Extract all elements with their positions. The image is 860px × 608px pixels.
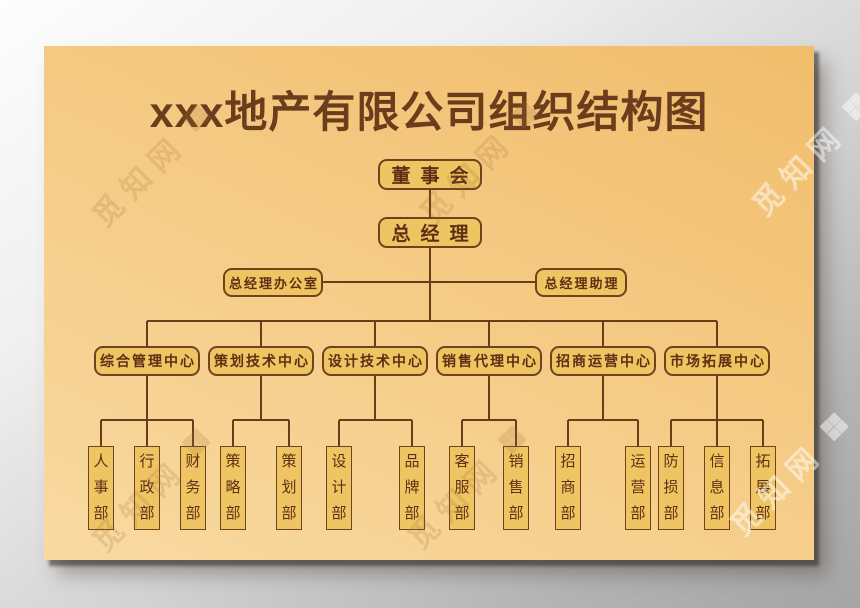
node-dept-sales: 销售部 [503, 446, 529, 530]
node-gm-assistant-label: 总经理助理 [544, 276, 620, 291]
node-center-general-management: 综合管理中心 [94, 346, 200, 376]
dept-label: 客服部 [454, 453, 470, 522]
dept-label: 策略部 [225, 453, 241, 522]
dept-label: 拓展部 [755, 453, 771, 522]
node-center-merchants-operation: 招商运营中心 [550, 346, 656, 376]
node-dept-planning: 策划部 [276, 446, 302, 530]
center-label: 策划技术中心 [214, 353, 310, 369]
org-chart-poster: xxx地产有限公司组织结构图 董事会 总经理 总经理办公室 总经理助理 综合管理… [44, 46, 814, 560]
dept-label: 信息部 [709, 453, 725, 522]
center-label: 招商运营中心 [556, 353, 652, 369]
node-dept-merchants: 招商部 [555, 446, 581, 530]
node-dept-finance: 财务部 [180, 446, 206, 530]
node-dept-expansion: 拓展部 [750, 446, 776, 530]
node-gm-assistant: 总经理助理 [535, 268, 627, 297]
node-dept-information: 信息部 [704, 446, 730, 530]
poster-title: xxx地产有限公司组织结构图 [149, 89, 709, 137]
node-dept-brand: 品牌部 [399, 446, 425, 530]
node-center-market-expansion: 市场拓展中心 [664, 346, 770, 376]
node-dept-loss-prevention: 防损部 [658, 446, 684, 530]
node-general-manager-label: 总经理 [391, 224, 479, 245]
dept-label: 行政部 [139, 453, 155, 522]
dept-label: 防损部 [663, 453, 679, 522]
node-general-manager: 总经理 [378, 217, 482, 248]
dept-label: 品牌部 [404, 453, 420, 522]
dept-label: 设计部 [331, 453, 347, 522]
dept-label: 策划部 [281, 453, 297, 522]
node-center-design-tech: 设计技术中心 [322, 346, 428, 376]
mizhi-logo-icon: ❖ [839, 87, 860, 130]
node-center-sales-agency: 销售代理中心 [436, 346, 542, 376]
node-dept-customer-service: 客服部 [449, 446, 475, 530]
node-dept-operation: 运营部 [625, 446, 651, 530]
node-center-planning-tech: 策划技术中心 [208, 346, 314, 376]
center-label: 销售代理中心 [442, 353, 538, 369]
dept-label: 招商部 [560, 453, 576, 522]
center-label: 市场拓展中心 [670, 353, 766, 369]
center-label: 综合管理中心 [100, 353, 196, 369]
node-dept-administration: 行政部 [134, 446, 160, 530]
mizhi-logo-icon: ❖ [817, 407, 852, 450]
connector-lines [100, 190, 764, 446]
node-gm-office-label: 总经理办公室 [228, 276, 319, 291]
dept-label: 销售部 [508, 453, 524, 522]
center-label: 设计技术中心 [328, 353, 424, 369]
dept-label: 人事部 [93, 453, 109, 522]
dept-label: 财务部 [185, 453, 201, 522]
node-gm-office: 总经理办公室 [223, 268, 323, 297]
node-dept-strategy: 策略部 [220, 446, 246, 530]
node-board-label: 董事会 [391, 166, 479, 187]
node-dept-design: 设计部 [326, 446, 352, 530]
dept-label: 运营部 [630, 453, 646, 522]
node-board: 董事会 [378, 159, 482, 190]
node-dept-hr: 人事部 [88, 446, 114, 530]
